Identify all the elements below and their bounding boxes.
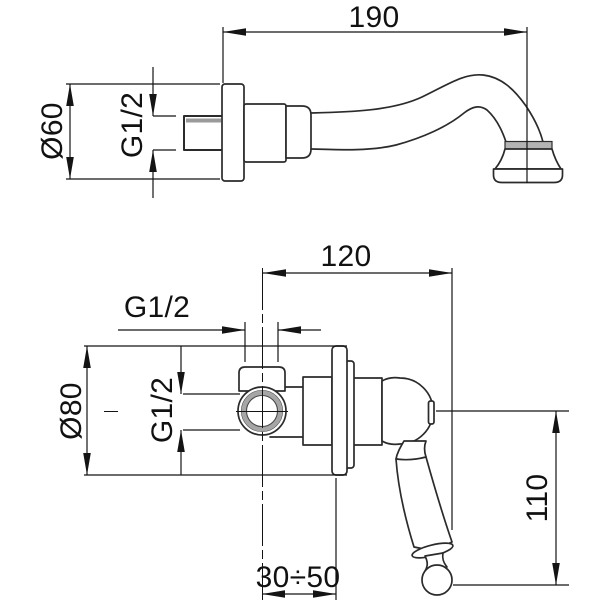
dim-label-mixer-depth-range: 30÷50 [256,561,341,594]
mixer-cartridge [302,376,333,446]
dim-label-mixer-side-thread: G1/2 [146,377,179,443]
dim-mixer-height: 110 [436,410,569,586]
dim-label-spout-length: 190 [349,1,400,34]
dim-spout-thread: G1/2 [116,67,176,198]
handle-ball [421,564,453,596]
dim-mixer-top-thread: G1/2 [118,291,321,362]
spout-drawing: 190 Ø60 G1/2 [36,1,564,198]
mixer-dome [381,376,434,446]
centerlines [104,268,288,600]
dim-label-mixer-width: 120 [321,240,372,273]
mixer-wall-flange [331,345,348,476]
dim-mixer-side-thread: G1/2 [146,346,240,475]
spout-thread-stub [183,115,224,151]
handle-lever [395,456,453,550]
dim-mixer-diameter: Ø80 [55,345,347,476]
spout-tube [310,73,544,151]
mixer-lever-handle [395,440,454,596]
dim-mixer-depth-range: 30÷50 [256,478,341,600]
spout-body-cap [285,105,312,159]
spout-body-cylinder [243,103,287,163]
spout-wall-flange [221,83,245,182]
bell-body [494,148,562,170]
spout-outlet-bell [492,140,564,184]
dim-label-spout-diameter: Ø60 [36,102,69,160]
dim-label-spout-thread: G1/2 [116,92,149,158]
dim-label-mixer-height: 110 [521,474,554,523]
dim-spout-length: 190 [222,1,528,183]
mixer-drawing: 120 G1/2 Ø80 G1 [55,240,569,600]
dim-label-mixer-top-thread: G1/2 [124,291,190,324]
mixer-dome-tab [427,400,435,425]
dim-spout-diameter: Ø60 [36,83,220,180]
bell-collar [504,140,553,150]
dim-label-mixer-diameter: Ø80 [55,382,88,440]
dim-mixer-width: 120 [263,240,453,530]
bell-rim [492,168,564,184]
